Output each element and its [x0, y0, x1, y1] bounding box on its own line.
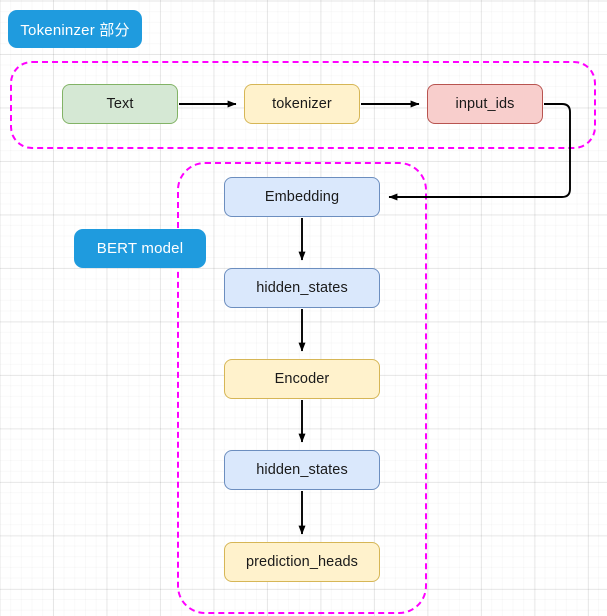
- node-embedding[interactable]: Embedding: [224, 177, 380, 217]
- node-encoder[interactable]: Encoder: [224, 359, 380, 399]
- node-hidden-states-1[interactable]: hidden_states: [224, 268, 380, 308]
- node-tokenizer[interactable]: tokenizer: [244, 84, 360, 124]
- node-hidden-states-2[interactable]: hidden_states: [224, 450, 380, 490]
- node-input-ids[interactable]: input_ids: [427, 84, 543, 124]
- group-bert-model: [177, 162, 427, 614]
- group-tokenizer-section: [10, 61, 596, 149]
- node-text[interactable]: Text: [62, 84, 178, 124]
- badge-bert-model[interactable]: BERT model: [74, 229, 206, 268]
- badge-tokenizer-section[interactable]: Tokeninzer 部分: [8, 10, 142, 48]
- node-prediction-heads[interactable]: prediction_heads: [224, 542, 380, 582]
